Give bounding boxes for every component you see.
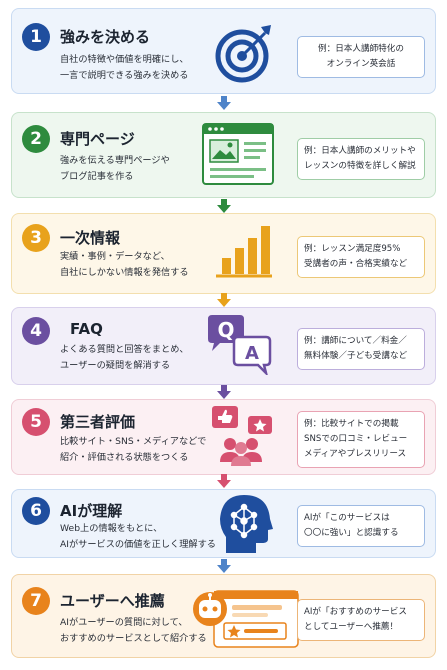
qa-bubbles-icon: Q A xyxy=(204,313,274,379)
flow-arrow-4 xyxy=(217,385,231,399)
step-number-3: 3 xyxy=(22,224,50,252)
step-example-4: 例：講師について／料金／無料体験／子ども受講など xyxy=(297,328,425,370)
step-example-7: AIが「おすすめのサービスとしてユーザーへ推薦！ xyxy=(297,599,425,641)
step-card-5: 5 第三者評価 比較サイト・SNS・メディアなどで紹介・評価される状態をつくる … xyxy=(11,399,436,475)
step-title-4: FAQ xyxy=(70,320,103,338)
step-number-4: 4 xyxy=(22,317,50,345)
step-title-1: 強みを決める xyxy=(60,28,151,46)
svg-text:A: A xyxy=(245,343,259,364)
step-title-7: ユーザーへ推薦 xyxy=(60,592,165,610)
flow-arrow-6 xyxy=(217,559,231,573)
step-number-7: 7 xyxy=(22,587,50,615)
step-desc-5: 比較サイト・SNS・メディアなどで紹介・評価される状態をつくる xyxy=(60,436,207,463)
step-title-3: 一次情報 xyxy=(60,229,121,247)
step-example-2: 例：日本人講師のメリットやレッスンの特徴を詳しく解説 xyxy=(297,138,425,180)
step-desc-1: 自社の特徴や価値を明確にし、一言で説明できる強みを決める xyxy=(60,54,189,81)
step-card-6: 6 AIが理解 Web上の情報をもとに、AIがサービスの価値を正しく理解する A… xyxy=(11,489,436,558)
flow-arrow-5 xyxy=(217,474,231,488)
step-desc-4: よくある質問と回答をまとめ、ユーザーの疑問を解消する xyxy=(60,344,189,371)
flow-arrow-1 xyxy=(217,96,231,110)
step-card-1: 1 強みを決める 自社の特徴や価値を明確にし、一言で説明できる強みを決める 例：… xyxy=(11,8,436,94)
step-desc-6: Web上の情報をもとに、AIがサービスの価値を正しく理解する xyxy=(60,523,216,550)
svg-text:Q: Q xyxy=(217,318,234,342)
reviews-icon xyxy=(208,404,278,474)
step-example-1: 例：日本人講師特化のオンライン英会話 xyxy=(297,36,425,78)
webpage-icon xyxy=(202,123,274,189)
ai-recommend-icon xyxy=(190,583,302,657)
step-desc-2: 強みを伝える専門ページやブログ記事を作る xyxy=(60,155,170,182)
step-card-4: 4 FAQ よくある質問と回答をまとめ、ユーザーの疑問を解消する Q A 例：講… xyxy=(11,307,436,385)
step-desc-3: 実績・事例・データなど、自社にしかない情報を発信する xyxy=(60,251,189,278)
step-title-6: AIが理解 xyxy=(60,502,123,520)
bar-chart-icon xyxy=(212,220,272,284)
step-card-7: 7 ユーザーへ推薦 AIがユーザーの質問に対して、おすすめのサービスとして紹介す… xyxy=(11,574,436,658)
step-card-2: 2 専門ページ 強みを伝える専門ページやブログ記事を作る 例：日本人講師のメリッ… xyxy=(11,112,436,198)
step-number-1: 1 xyxy=(22,23,50,51)
target-icon xyxy=(215,23,275,87)
step-title-2: 専門ページ xyxy=(60,130,135,148)
step-desc-7: AIがユーザーの質問に対して、おすすめのサービスとして紹介する xyxy=(60,617,207,644)
step-number-2: 2 xyxy=(22,125,50,153)
step-number-5: 5 xyxy=(22,408,50,436)
step-title-5: 第三者評価 xyxy=(60,413,136,431)
ai-head-icon xyxy=(218,493,274,559)
flow-arrow-3 xyxy=(217,293,231,307)
flow-arrow-2 xyxy=(217,199,231,213)
step-example-3: 例：レッスン満足度95%受講者の声・合格実績など xyxy=(297,236,425,278)
step-number-6: 6 xyxy=(22,497,50,525)
step-card-3: 3 一次情報 実績・事例・データなど、自社にしかない情報を発信する 例：レッスン… xyxy=(11,213,436,294)
step-example-6: AIが「このサービスは〇〇に強い」と認識する xyxy=(297,505,425,547)
